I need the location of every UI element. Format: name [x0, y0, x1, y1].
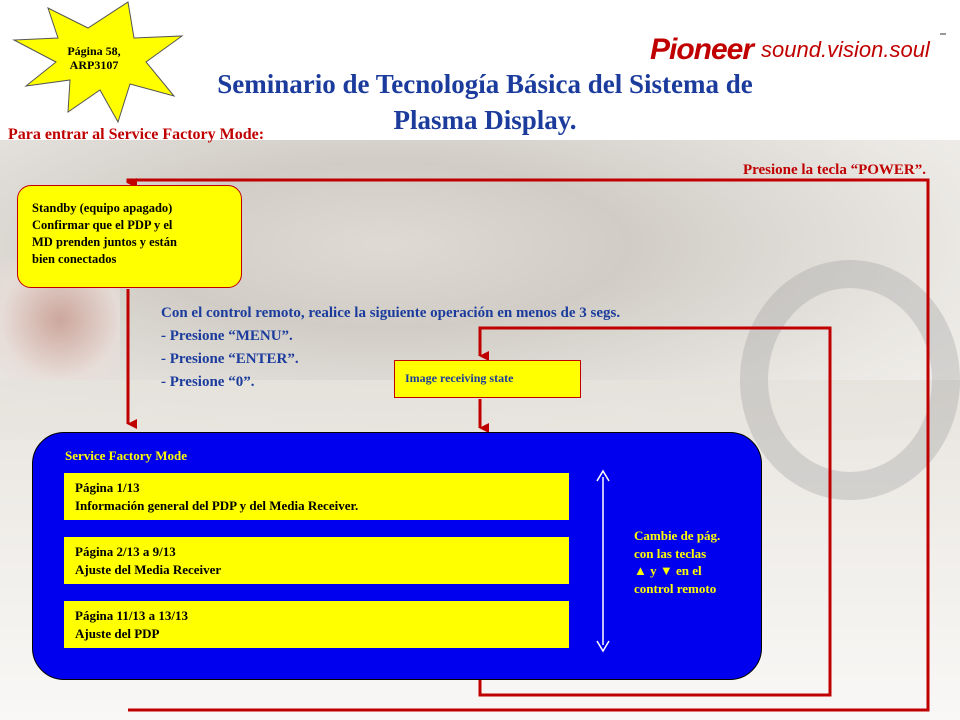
service-mode-title: Service Factory Mode	[65, 448, 188, 463]
page-navigation-arrow	[596, 469, 610, 653]
page-info-box: Página 2/13 a 9/13 Ajuste del Media Rece…	[64, 537, 569, 584]
title-line1: Seminario de Tecnología Básica del Siste…	[217, 69, 753, 99]
page-info-box: Página 1/13 Información general del PDP …	[64, 473, 569, 520]
standby-line: Confirmar que el PDP y el	[32, 218, 173, 232]
page-number: Página 1/13	[75, 480, 140, 495]
page-number: Página 11/13 a 13/13	[75, 608, 189, 623]
title-line2: Plasma Display.	[393, 105, 577, 135]
brand-name: Pioneer	[650, 33, 754, 66]
standby-line: Standby (equipo apagado)	[32, 201, 173, 215]
nav-note-line: control remoto	[634, 580, 717, 596]
brand-tagline: sound.vision.soul	[761, 37, 930, 62]
service-factory-mode-panel: Service Factory Mode Página 1/13 Informa…	[32, 432, 762, 680]
instruction-line: - Presione “0”.	[161, 374, 255, 390]
power-instruction: Presione la tecla “POWER”.	[742, 162, 926, 178]
page-description: Ajuste del Media Receiver	[75, 562, 222, 577]
nav-note-line: con las teclas	[634, 545, 707, 561]
nav-note-line: Cambie de pág.	[634, 528, 721, 543]
power-loop-line	[126, 178, 930, 712]
page-reference-starburst	[12, 1, 184, 124]
badge-line1: Página 58,	[67, 44, 121, 58]
remote-instructions: Con el control remoto, realice la siguie…	[161, 302, 620, 394]
page-description: Ajuste del PDP	[75, 626, 160, 641]
instruction-line: - Presione “MENU”.	[161, 328, 293, 344]
pioneer-logo: Pioneer sound.vision.soul	[650, 30, 930, 70]
badge-line2: ARP3107	[69, 58, 119, 72]
nav-note-line: ▲ y ▼ en el	[634, 563, 702, 578]
instruction-line: - Presione “ENTER”.	[161, 351, 299, 367]
page-subtitle: Para entrar al Service Factory Mode:	[8, 126, 265, 143]
page-reference-label: Página 58, ARP3107	[46, 44, 142, 72]
page-number: Página 2/13 a 9/13	[75, 544, 176, 559]
page-navigation-note: Cambie de pág. con las teclas ▲ y ▼ en e…	[634, 527, 764, 597]
instruction-line: Con el control remoto, realice la siguie…	[161, 305, 621, 321]
image-state-loop-line	[478, 326, 832, 697]
page-info-box: Página 11/13 a 13/13 Ajuste del PDP	[64, 601, 569, 648]
standby-line: MD prenden juntos y están	[32, 235, 177, 249]
page-title: Seminario de Tecnología Básica del Siste…	[150, 66, 820, 138]
logo-divider	[940, 33, 946, 35]
page-description: Información general del PDP y del Media …	[75, 498, 359, 513]
image-receiving-state-box: Image receiving state	[394, 360, 581, 398]
standby-line: bien conectados	[32, 252, 117, 266]
standby-box: Standby (equipo apagado) Confirmar que e…	[17, 185, 242, 288]
